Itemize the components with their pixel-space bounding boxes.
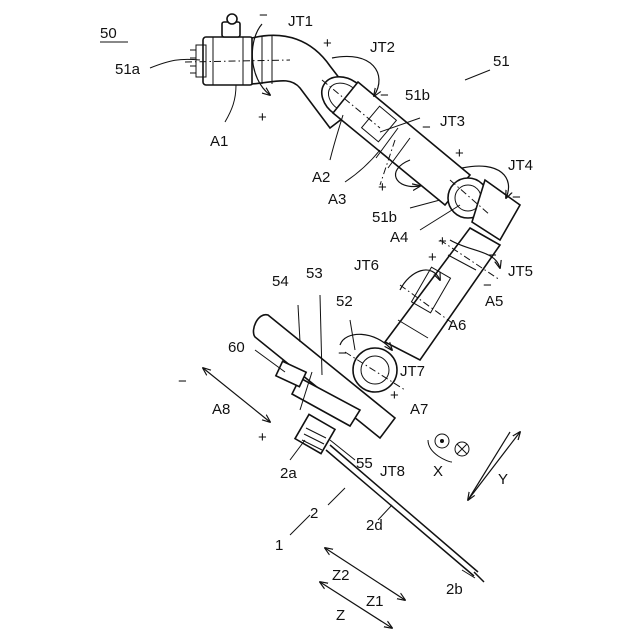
label-50: 50 bbox=[100, 25, 117, 42]
label-51a: 51a bbox=[115, 61, 141, 78]
label-jt8: JT8 bbox=[380, 463, 405, 480]
x-axis-symbols bbox=[428, 434, 469, 462]
label-jt5: JT5 bbox=[508, 263, 533, 280]
label-2: 2 bbox=[310, 505, 318, 522]
sign-jt5-plus: + bbox=[438, 233, 447, 250]
label-2a: 2a bbox=[280, 465, 297, 482]
arrow-y bbox=[468, 432, 520, 500]
leader-a4 bbox=[420, 205, 460, 230]
sign-jt7-minus: − bbox=[338, 345, 347, 362]
lower-arm bbox=[353, 228, 500, 392]
label-z1: Z1 bbox=[366, 593, 384, 610]
leader-a1 bbox=[225, 85, 236, 122]
leader-51b-lower bbox=[410, 200, 440, 208]
sign-jt4-plus: + bbox=[455, 145, 464, 162]
sign-jt6-minus: − bbox=[483, 277, 492, 294]
sign-jt4-minus: − bbox=[512, 189, 521, 206]
label-jt1: JT1 bbox=[288, 13, 313, 30]
sign-jt7-plus: + bbox=[390, 387, 399, 404]
label-jt2: JT2 bbox=[370, 39, 395, 56]
label-a4: A4 bbox=[390, 229, 408, 246]
label-a6: A6 bbox=[448, 317, 466, 334]
label-a2: A2 bbox=[312, 169, 330, 186]
label-jt3: JT3 bbox=[440, 113, 465, 130]
label-jt6: JT6 bbox=[354, 257, 379, 274]
label-jt4: JT4 bbox=[508, 157, 533, 174]
sign-jt5-minus: − bbox=[488, 247, 497, 264]
label-y: Y bbox=[498, 471, 508, 488]
label-a5: A5 bbox=[485, 293, 503, 310]
label-a3: A3 bbox=[328, 191, 346, 208]
sign-jt3-plus: + bbox=[378, 179, 387, 196]
label-51: 51 bbox=[493, 53, 510, 70]
rot-jt7 bbox=[340, 334, 392, 350]
label-60: 60 bbox=[228, 339, 245, 356]
sign-jt6-plus: + bbox=[428, 249, 437, 266]
sign-a8-plus: + bbox=[258, 429, 267, 446]
leader-51 bbox=[465, 70, 490, 80]
label-51b-upper: 51b bbox=[405, 87, 430, 104]
label-jt7: JT7 bbox=[400, 363, 425, 380]
leader-51a bbox=[150, 59, 200, 68]
leader-a3 bbox=[345, 150, 380, 182]
arrow-y-back bbox=[468, 432, 510, 500]
label-51b-lower: 51b bbox=[372, 209, 397, 226]
label-53: 53 bbox=[306, 265, 323, 282]
link-51b bbox=[333, 82, 520, 240]
sign-jt3-minus: − bbox=[422, 119, 431, 136]
label-2b: 2b bbox=[446, 581, 463, 598]
label-a1: A1 bbox=[210, 133, 228, 150]
base-51a bbox=[190, 14, 253, 85]
label-2d: 2d bbox=[366, 517, 383, 534]
label-z2: Z2 bbox=[332, 567, 350, 584]
label-a8: A8 bbox=[212, 401, 230, 418]
sign-jt1-plus: + bbox=[258, 109, 267, 126]
leader-54 bbox=[298, 305, 300, 342]
sign-jt1-minus: − bbox=[259, 7, 268, 24]
leader-2 bbox=[328, 488, 345, 505]
sign-jt2-plus: + bbox=[323, 35, 332, 52]
label-z: Z bbox=[336, 607, 345, 624]
sign-a8-minus: − bbox=[178, 373, 187, 390]
sign-jt2-minus: − bbox=[380, 87, 389, 104]
label-55: 55 bbox=[356, 455, 373, 472]
label-a7: A7 bbox=[410, 401, 428, 418]
label-x: X bbox=[433, 463, 443, 480]
leader-2a bbox=[290, 440, 305, 460]
label-1: 1 bbox=[275, 537, 283, 554]
label-52: 52 bbox=[336, 293, 353, 310]
leader-1 bbox=[290, 515, 310, 535]
label-54: 54 bbox=[272, 273, 289, 290]
